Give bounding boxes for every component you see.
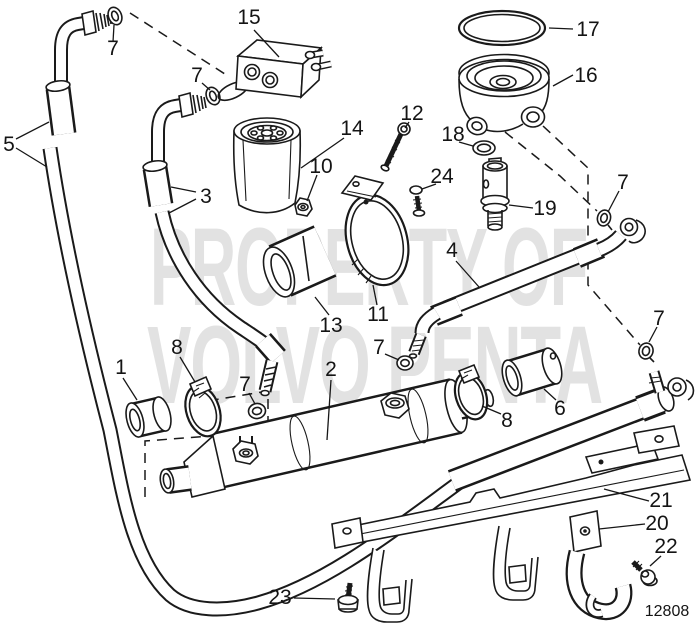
- o-ring-7b: [205, 86, 221, 106]
- part-label-6: 6: [554, 397, 566, 420]
- hose-4-drawing: [396, 209, 646, 371]
- part-label-20: 20: [645, 512, 668, 535]
- part-label-12: 12: [400, 102, 423, 125]
- part-label-22: 22: [654, 535, 677, 558]
- o-ring-7a: [107, 6, 123, 26]
- part-label-1: 1: [115, 356, 127, 379]
- part-label-7: 7: [107, 37, 119, 60]
- hose-piece-6-drawing: [501, 347, 563, 397]
- part-label-10: 10: [309, 155, 332, 178]
- part-label-7: 7: [617, 171, 629, 194]
- bolt-24-drawing: [409, 185, 426, 217]
- banjo-eye-4: [619, 217, 639, 237]
- hose-5-drawing: [42, 146, 477, 617]
- part-label-16: 16: [574, 64, 597, 87]
- part-label-8: 8: [501, 409, 513, 432]
- part-label-13: 13: [319, 314, 342, 337]
- hose-piece-1-drawing: [125, 396, 172, 438]
- part-label-2: 2: [325, 358, 337, 381]
- part-label-5: 5: [3, 133, 15, 156]
- o-ring-17-drawing: [457, 9, 547, 47]
- part-label-21: 21: [649, 489, 672, 512]
- part-label-18: 18: [441, 123, 464, 146]
- part-label-7: 7: [239, 373, 251, 396]
- hose-3-drawing: [154, 210, 286, 420]
- part-label-3: 3: [200, 185, 212, 208]
- cover-port-right: [520, 106, 546, 128]
- part-label-23: 23: [268, 586, 291, 609]
- part-label-14: 14: [340, 117, 364, 140]
- bolt-12-drawing: [380, 122, 411, 172]
- oil-filter-14-drawing: [232, 117, 302, 214]
- part-label-19: 19: [533, 197, 556, 220]
- screw-22-drawing: [631, 560, 658, 587]
- cover-16-drawing: [458, 53, 550, 136]
- part-label-11: 11: [367, 303, 389, 326]
- part-label-15: 15: [237, 6, 260, 29]
- cooler-port-nut-left: [232, 440, 259, 465]
- screw-23-drawing: [337, 582, 359, 613]
- part-label-4: 4: [446, 239, 458, 262]
- leader-lines: [15, 24, 662, 600]
- o-ring-7e: [396, 355, 414, 371]
- nut-10-drawing: [294, 197, 313, 217]
- part-label-7: 7: [373, 336, 385, 359]
- o-ring-7f: [247, 402, 267, 420]
- part-label-24: 24: [430, 165, 454, 188]
- part-label-7: 7: [191, 64, 203, 87]
- return-pipe-drawing: [447, 342, 695, 492]
- figure-number: 12808: [645, 603, 690, 620]
- part-label-7: 7: [653, 307, 665, 330]
- o-ring-7c: [596, 209, 612, 227]
- clamp-11-drawing: [340, 175, 410, 287]
- o-ring-7d: [638, 342, 654, 360]
- filter-head-15-drawing: [217, 39, 332, 102]
- o-ring-18-drawing: [472, 140, 496, 156]
- part-label-17: 17: [576, 18, 599, 41]
- bracket-21-drawing: [331, 425, 692, 623]
- sleeve-13-drawing: [262, 225, 337, 298]
- insert-19-drawing: [480, 157, 510, 231]
- clamp-bracket-20-drawing: [565, 510, 633, 621]
- part-label-8: 8: [171, 336, 183, 359]
- elbow-fitting-1-drawing: [45, 6, 123, 136]
- elbow-fitting-2-drawing: [142, 86, 221, 208]
- cover-port-left: [466, 116, 488, 136]
- clamp-8b-drawing: [453, 363, 489, 421]
- banjo-eye-return: [667, 377, 687, 397]
